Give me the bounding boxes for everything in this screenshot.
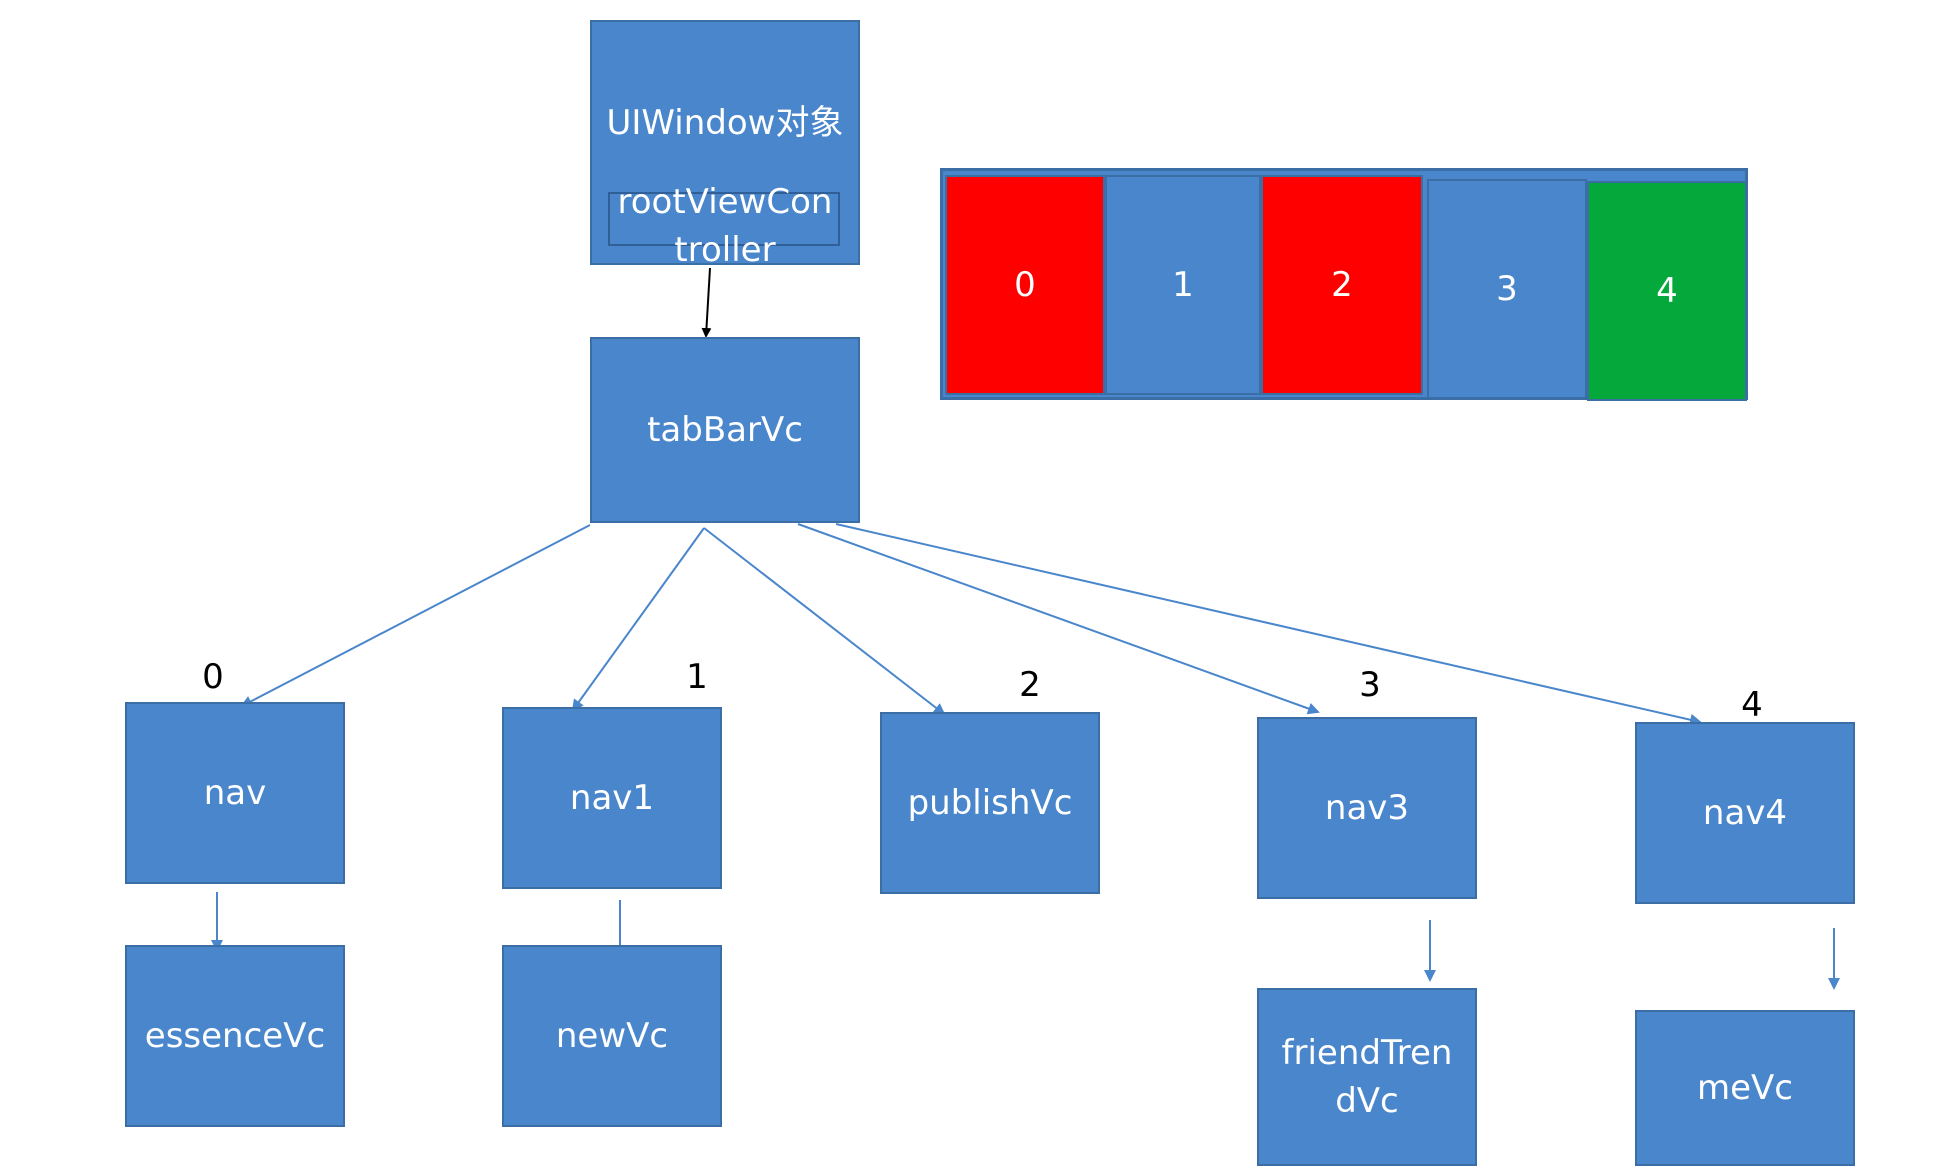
- tab-bar-cell-label: 0: [1014, 265, 1036, 305]
- arrow-tabbar-to-nav3: [797, 523, 1320, 715]
- nav-box-4: nav4: [1635, 722, 1855, 904]
- arrow-tabbar-to-nav: [240, 524, 591, 707]
- child-index-3: 3: [1359, 665, 1381, 705]
- tab-bar-cell-label: 1: [1172, 265, 1194, 305]
- child-index-1: 1: [686, 657, 708, 697]
- arrow-tabbar-to-publishvc: [703, 527, 946, 716]
- nav-box-0: nav: [125, 702, 345, 884]
- child-vc-box-4: meVc: [1635, 1010, 1855, 1166]
- tabbarvc-box: tabBarVc: [590, 337, 860, 523]
- child-index-2: 2: [1019, 665, 1041, 705]
- child-vc-label: newVc: [555, 1016, 669, 1056]
- tab-bar-cell-label: 3: [1496, 269, 1518, 309]
- root-view-controller-frame: [608, 192, 840, 246]
- tab-bar-cell-label: 4: [1656, 271, 1678, 311]
- nav-box-label: publishVc: [907, 783, 1073, 823]
- child-vc-label: friendTrendVc: [1281, 1033, 1453, 1121]
- child-vc-label: essenceVc: [144, 1016, 326, 1056]
- tab-bar-cell-1: 1: [1105, 175, 1261, 395]
- nav-box-1: nav1: [502, 707, 722, 889]
- nav-box-label: nav4: [1702, 793, 1788, 833]
- tab-bar-cell-2: 2: [1261, 175, 1423, 395]
- nav-box-3: nav3: [1257, 717, 1477, 899]
- tab-bar-cell-label: 2: [1331, 265, 1353, 305]
- child-vc-box-3: friendTrendVc: [1257, 988, 1477, 1166]
- tab-bar-cell-3: 3: [1427, 179, 1587, 399]
- child-vc-box-0: essenceVc: [125, 945, 345, 1127]
- nav-box-label: nav: [203, 773, 267, 813]
- child-index-4: 4: [1741, 685, 1763, 725]
- child-vc-box-1: newVc: [502, 945, 722, 1127]
- tabbarvc-label: tabBarVc: [647, 410, 803, 450]
- arrow-window-to-tabbar: [701, 267, 712, 338]
- uiwindow-title: UIWindow对象: [606, 103, 844, 143]
- tab-bar-cell-4: 4: [1587, 181, 1747, 401]
- nav-box-label: nav1: [569, 778, 655, 818]
- uiwindow-box: UIWindow对象 rootViewController: [590, 20, 860, 270]
- root-view-controller-label: rootViewController: [617, 182, 833, 270]
- nav-box-label: nav3: [1324, 788, 1410, 828]
- child-vc-label: meVc: [1697, 1068, 1793, 1108]
- tab-bar-cell-0: 0: [945, 175, 1105, 395]
- tab-bar-strip: 0 1 2 3 4: [940, 168, 1748, 401]
- arrow-tabbar-to-nav4: [835, 523, 1702, 726]
- child-index-0: 0: [202, 657, 224, 697]
- arrow-tabbar-to-nav1: [571, 527, 705, 712]
- nav-box-2: publishVc: [880, 712, 1100, 894]
